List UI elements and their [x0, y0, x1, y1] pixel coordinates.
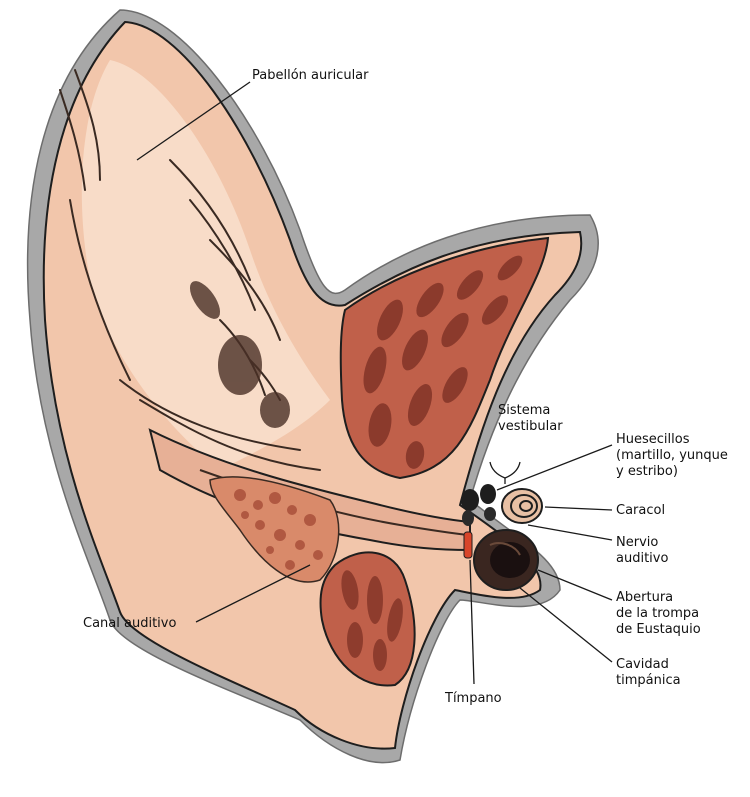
label-eustachian-line2: de la trompa [616, 606, 699, 621]
label-eustachian-line3: de Eustaquio [616, 622, 701, 637]
label-pinna: Pabellón auricular [252, 68, 369, 83]
tympanic-cavity [473, 529, 539, 591]
label-cochlea: Caracol [616, 503, 665, 518]
temporal-muscle [339, 236, 550, 480]
canal-gland-tissue [209, 476, 340, 583]
label-tympanic-line2: timpánica [616, 673, 681, 688]
label-ossicles-line3: y estribo) [616, 464, 678, 479]
label-ossicles-line1: Huesecillos [616, 432, 690, 447]
label-eardrum: Tímpano [444, 691, 502, 706]
leader-lines [136, 81, 613, 685]
pinna-dark-patches [189, 281, 290, 428]
label-nerve-line1: Nervio [616, 535, 658, 550]
label-ear-canal: Canal auditivo [83, 616, 176, 631]
temporal-muscle-fibers [363, 255, 523, 469]
eardrum-membrane [463, 531, 473, 559]
pinna-shading [59, 69, 321, 471]
pinna-inner-fold [81, 60, 330, 470]
label-tympanic-line1: Cavidad [616, 657, 669, 672]
label-ossicles-line2: (martillo, yunque [616, 448, 728, 463]
label-vestibular-line1: Sistema [498, 403, 550, 418]
ossicles [461, 484, 496, 526]
label-vestibular-line2: vestibular [498, 419, 563, 434]
label-eustachian-line1: Abertura [616, 590, 673, 605]
label-nerve-line2: auditivo [616, 551, 668, 566]
cochlea [501, 488, 543, 524]
lower-muscle-fibers [341, 570, 403, 671]
